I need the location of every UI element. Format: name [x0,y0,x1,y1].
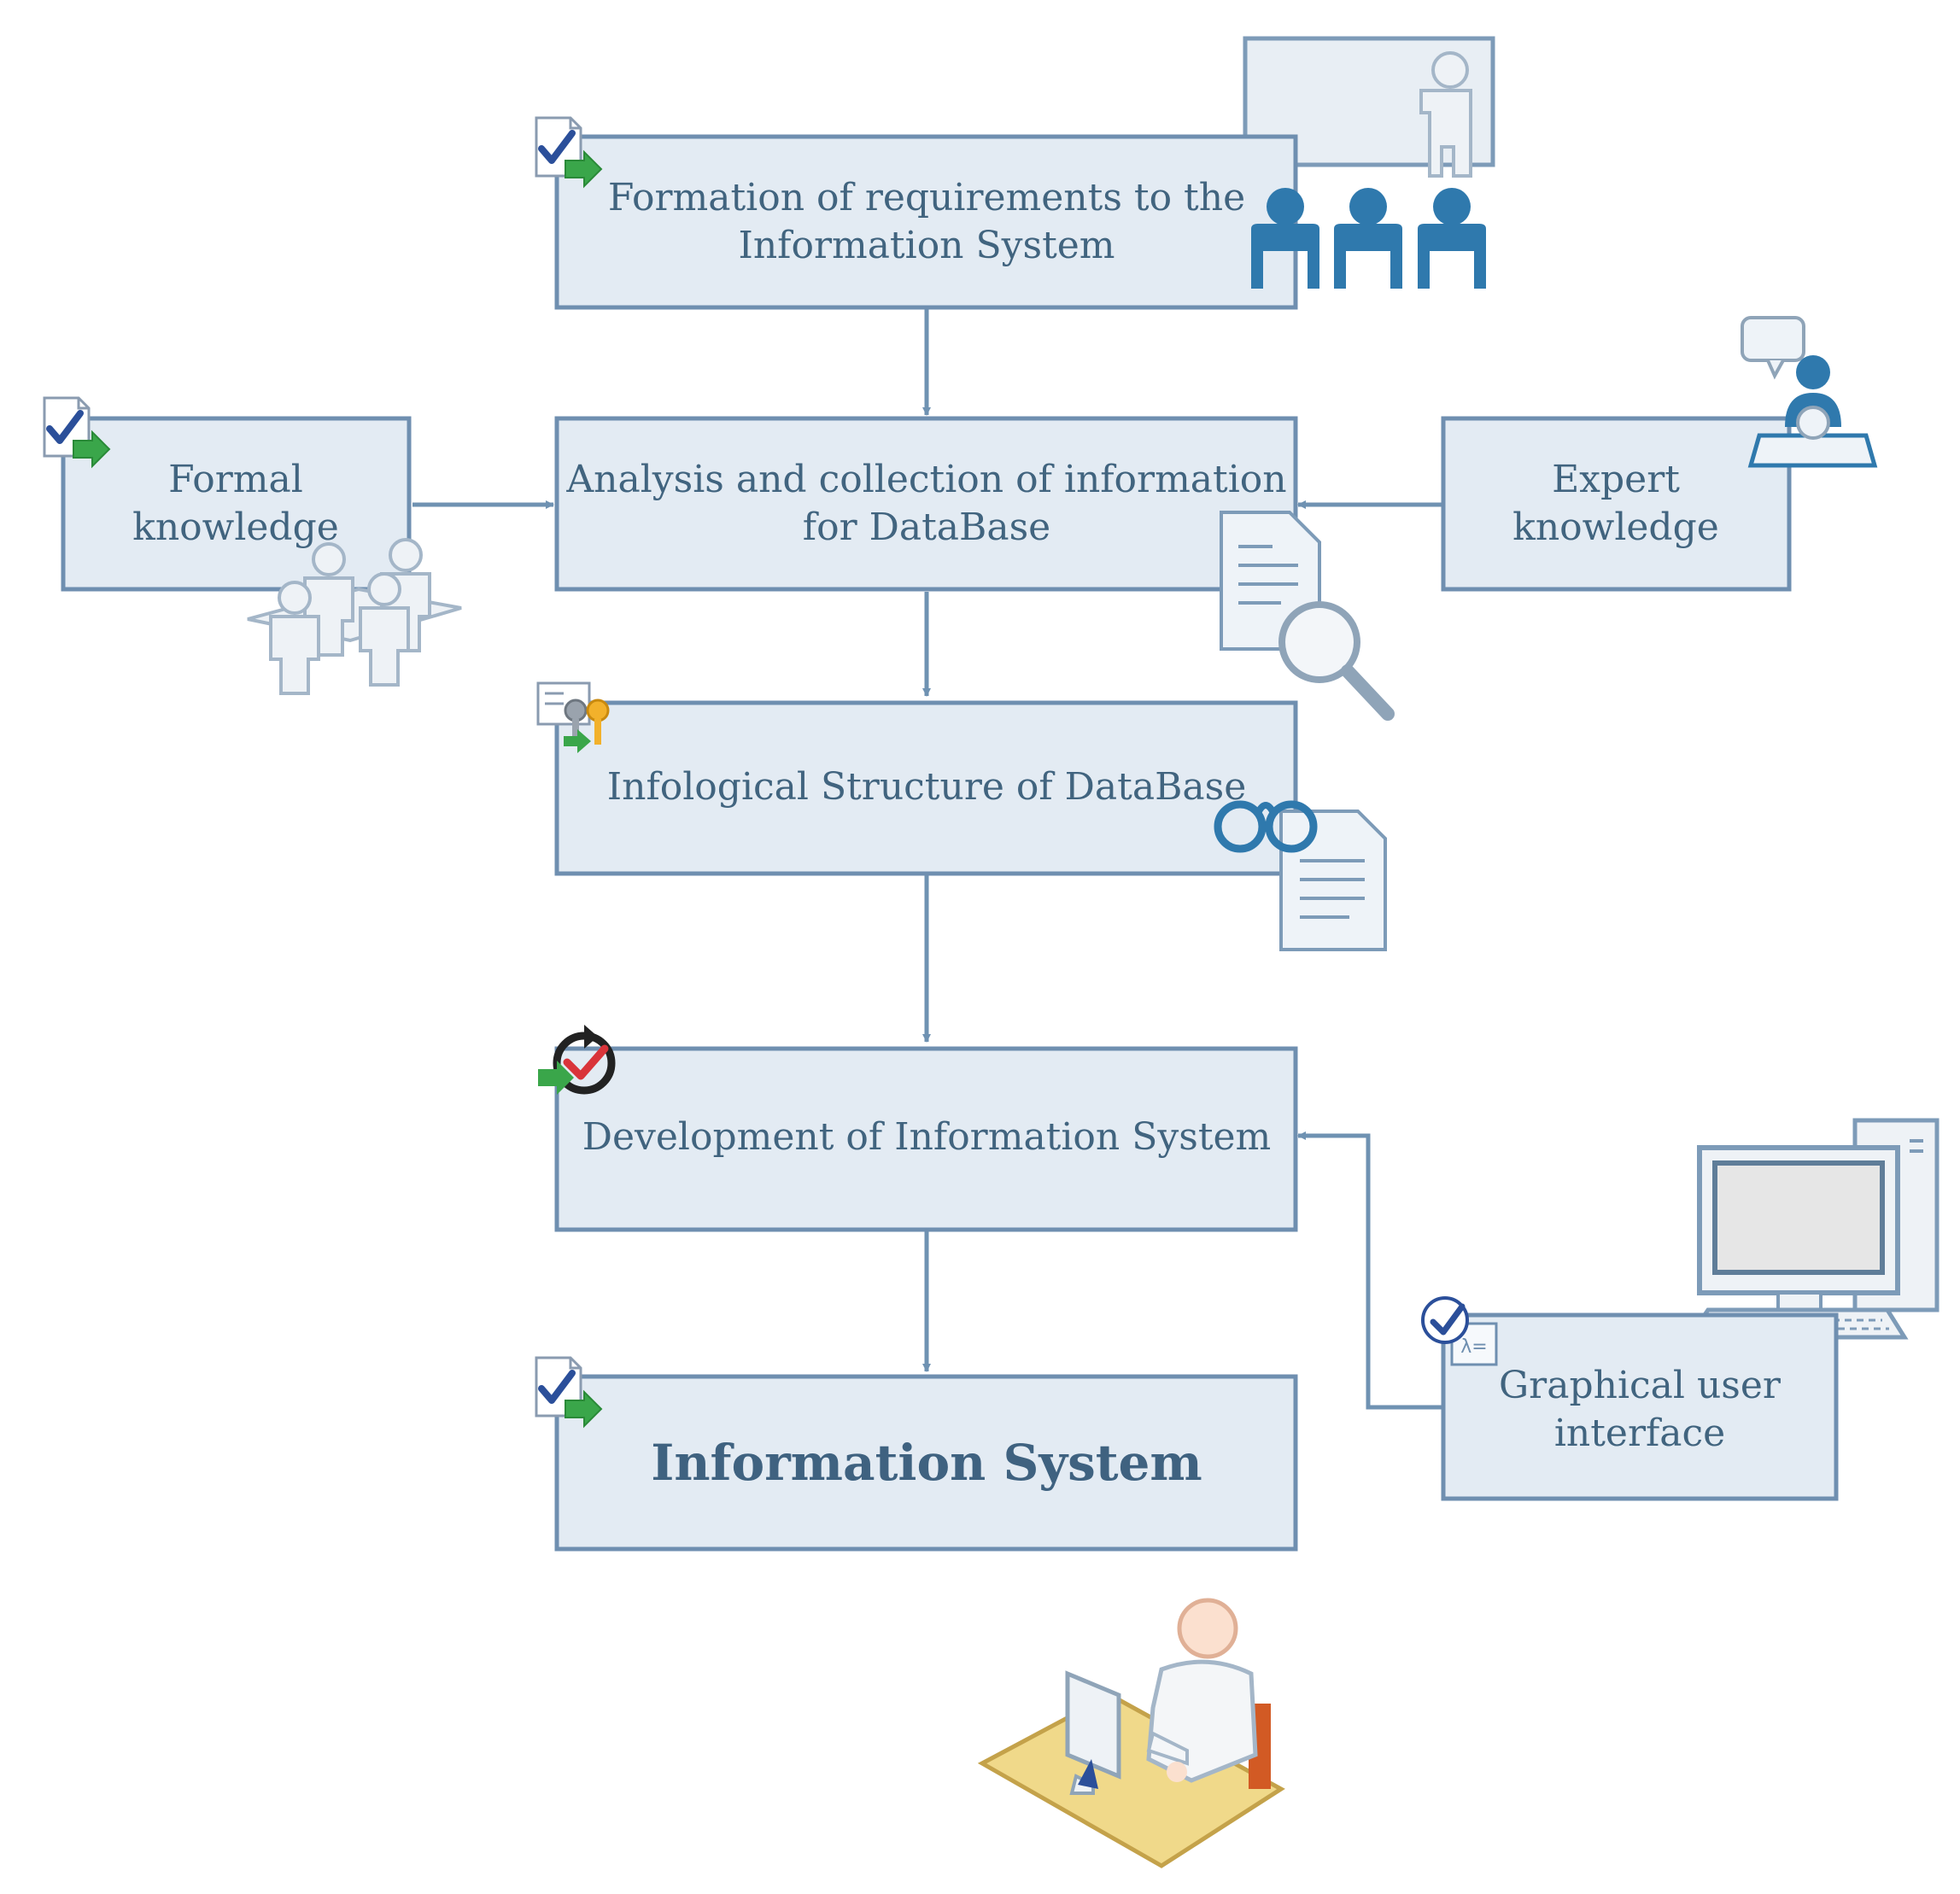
node-formal-line1: Formal [168,458,303,501]
node-development: Development of Information System [554,1046,1298,1232]
node-gui-line1: Graphical user [1499,1364,1782,1407]
node-analysis-line2: for DataBase [803,506,1050,549]
node-expert-line1: Expert [1552,458,1680,501]
computer-icon [1685,1118,1940,1340]
edge-gui-development [1297,1131,1442,1410]
node-analysis-line1: Analysis and collection of information [565,458,1286,501]
node-requirements-line2: Information System [738,224,1115,267]
node-requirements-line1: Formation of requirements to the [608,176,1245,219]
node-gui: Graphical user interface [1441,1312,1839,1501]
meeting-icon [247,538,462,695]
refresh-check-icon [538,1025,616,1095]
connectors [412,307,1442,1410]
node-expert-line2: knowledge [1512,506,1719,549]
node-gui-line2: interface [1554,1412,1725,1455]
speech-bubble-icon [1741,316,1805,380]
svg-text:λ=: λ= [1460,1336,1487,1358]
document-magnifier-icon [1220,511,1395,721]
node-expert: Expert knowledge [1441,416,1792,592]
node-formal-line2: knowledge [132,506,339,549]
node-system-line1: Information System [651,1434,1202,1492]
node-analysis: Analysis and collection of information f… [554,416,1298,592]
glasses-icon [1214,800,1318,853]
checklist-arrow-icon: λ= [1421,1296,1498,1366]
node-infological: Infological Structure of DataBase [554,700,1298,876]
node-system: Information System [554,1374,1298,1552]
consultant-icon [1747,355,1878,468]
node-development-line1: Development of Information System [582,1115,1272,1159]
node-infological-line1: Infological Structure of DataBase [607,765,1247,809]
document-icon [1279,810,1387,951]
node-requirements: Formation of requirements to the Informa… [554,134,1298,310]
desk-user-icon [977,1598,1285,1868]
keys-icon [536,681,610,753]
node-formal: Formal knowledge [61,416,412,592]
